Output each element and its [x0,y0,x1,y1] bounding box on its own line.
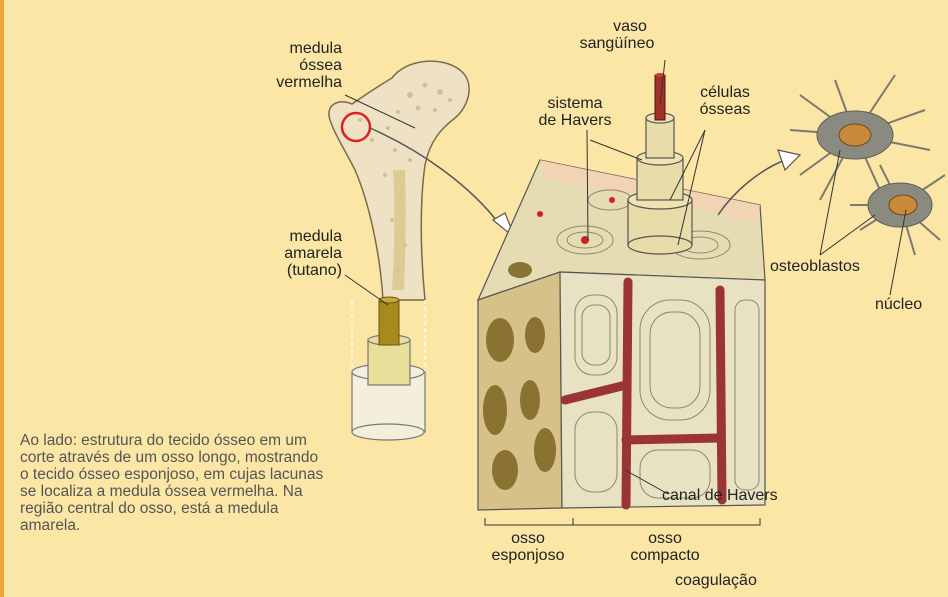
label-medula-ossea-vermelha: medula óssea vermelha [270,40,342,91]
label-nucleo: núcleo [875,296,922,313]
label-vaso-sanguineo: vaso sangüíneo [520,18,670,52]
label-osso-esponjoso: osso esponjoso [478,530,578,564]
label-osteoblastos: osteoblastos [770,258,860,275]
figure-caption: Ao lado: estrutura do tecido ósseo em um… [20,432,330,534]
label-coagulacao: coagulação [675,572,757,589]
bone-block-illustration [478,73,800,510]
label-medula-amarela: medula amarela (tutano) [270,228,342,279]
label-sistema-de-havers: sistema de Havers [530,95,620,129]
osteoblast-cells [790,75,945,255]
label-canal-de-havers: canal de Havers [662,487,778,504]
label-osso-compacto: osso compacto [615,530,715,564]
label-celulas-osseas: células ósseas [685,84,765,118]
